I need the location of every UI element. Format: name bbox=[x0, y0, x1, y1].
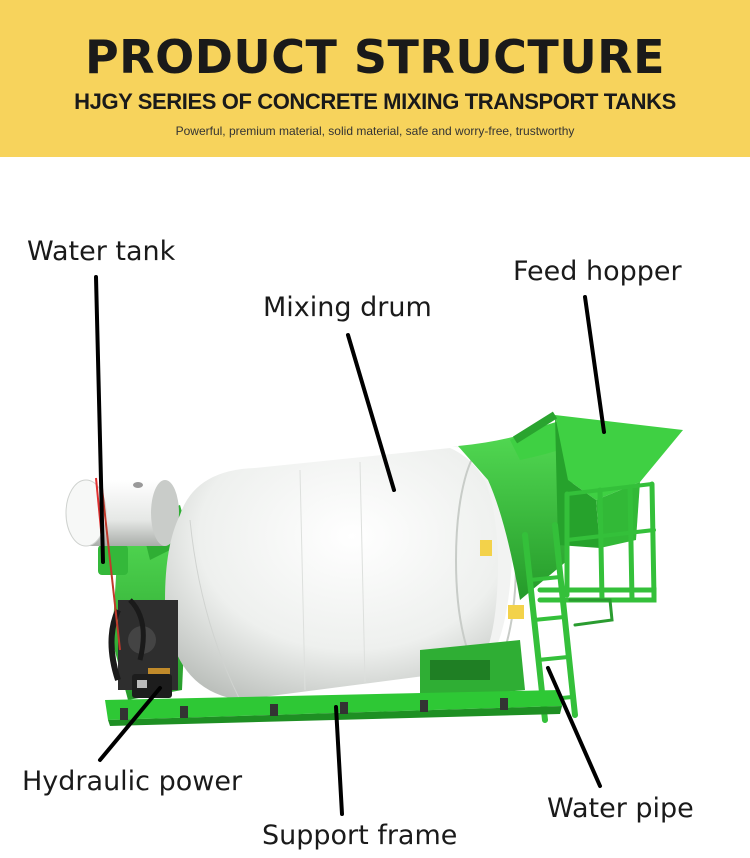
leader-line-feed-hopper bbox=[583, 295, 606, 434]
drum-rollers bbox=[420, 640, 525, 700]
leader-line-water-tank bbox=[94, 275, 105, 564]
warning-label bbox=[508, 605, 524, 619]
header-banner: PRODUCT STRUCTURE HJGY SERIES OF CONCRET… bbox=[0, 0, 750, 157]
label-mixing-drum: Mixing drum bbox=[263, 292, 432, 323]
leader-line-support-frame bbox=[334, 705, 344, 816]
support-frame bbox=[105, 690, 562, 726]
label-water-pipe: Water pipe bbox=[547, 793, 694, 824]
page-tagline: Powerful, premium material, solid materi… bbox=[175, 124, 575, 138]
label-water-tank: Water tank bbox=[27, 236, 176, 267]
water-tank bbox=[65, 477, 179, 547]
leader-line-mixing-drum bbox=[346, 333, 396, 492]
leader-line-water-pipe bbox=[546, 666, 602, 788]
ladder-platform bbox=[522, 481, 657, 723]
label-support-frame: Support frame bbox=[262, 820, 458, 851]
label-feed-hopper: Feed hopper bbox=[513, 256, 682, 287]
page-subtitle: HJGY SERIES OF CONCRETE MIXING TRANSPORT… bbox=[74, 89, 676, 114]
hydraulic-pump bbox=[132, 674, 172, 698]
leader-line-hydraulic-power bbox=[98, 686, 162, 762]
leader-lines bbox=[94, 275, 606, 816]
label-hydraulic-power: Hydraulic power bbox=[22, 766, 243, 797]
page-title: PRODUCT STRUCTURE bbox=[84, 30, 666, 84]
